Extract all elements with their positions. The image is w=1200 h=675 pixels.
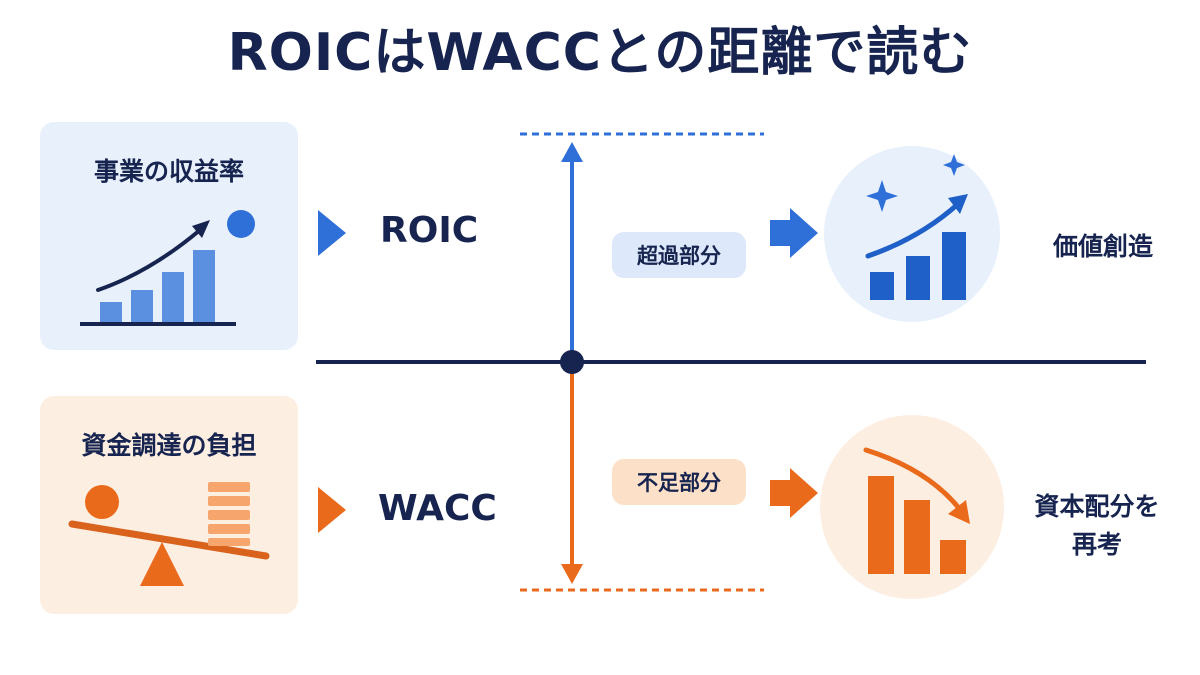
- funding-cost-card: 資金調達の負担: [40, 396, 298, 614]
- roic-label: ROIC: [380, 210, 479, 251]
- capital-reallocation-line-1: 資本配分を: [1034, 492, 1160, 521]
- value-arrow-icon: [770, 208, 818, 258]
- capital-reallocation-icon: [820, 415, 1004, 599]
- excess-arrowhead: [561, 142, 583, 162]
- shortfall-portion-badge: 不足部分: [612, 459, 746, 505]
- page-title: ROICはWACCとの距離で読む: [227, 23, 973, 83]
- origin-point: [560, 350, 584, 374]
- value-creation-label: 価値創造: [1052, 232, 1153, 261]
- excess-portion-badge: 超過部分: [612, 232, 746, 278]
- balance-scale-icon: [68, 482, 270, 586]
- rising-bar-chart-icon: [80, 210, 255, 326]
- business-return-card: 事業の収益率: [40, 122, 298, 350]
- roic-pointer-icon: [318, 210, 346, 256]
- funding-cost-label: 資金調達の負担: [81, 431, 257, 460]
- shortfall-arrowhead: [561, 564, 583, 584]
- value-creation-icon: [824, 146, 1000, 322]
- capital-reallocation-line-2: 再考: [1071, 530, 1122, 559]
- reallocate-arrow-icon: [770, 468, 818, 518]
- wacc-label: WACC: [378, 488, 497, 529]
- wacc-pointer-icon: [318, 487, 346, 533]
- capital-reallocation-label: 資本配分を 再考: [1022, 488, 1172, 564]
- business-return-label: 事業の収益率: [93, 157, 244, 186]
